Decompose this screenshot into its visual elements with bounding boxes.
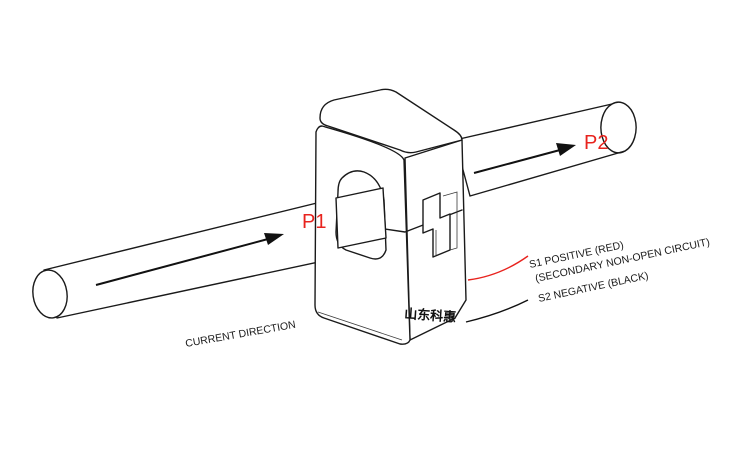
lead-wire-red xyxy=(467,255,529,281)
current-direction-arrow-rear xyxy=(473,143,576,174)
conductor-in-label: P1 xyxy=(302,211,326,233)
current-direction-arrow-front xyxy=(95,233,284,286)
lead-wire-black xyxy=(465,299,529,323)
conductor-rear-segment xyxy=(454,101,637,197)
current-direction-label: CURRENT DIRECTION xyxy=(184,319,296,350)
brand-label: 山东科惠 xyxy=(404,306,457,326)
latch-clip xyxy=(422,191,458,258)
conductor-through-window xyxy=(335,187,387,249)
conductor-out-label: P2 xyxy=(584,132,608,154)
